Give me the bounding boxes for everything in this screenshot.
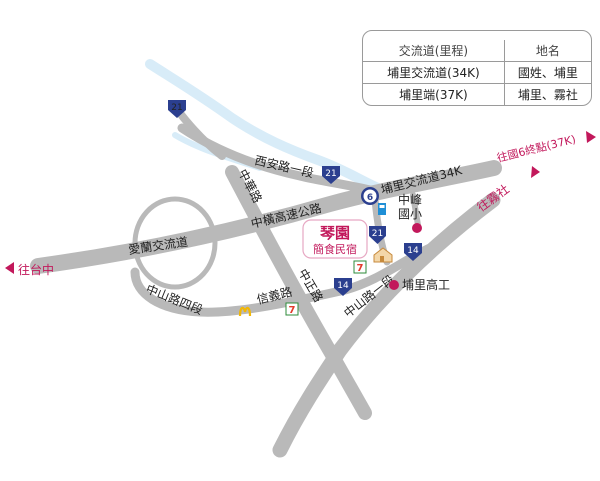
place-puli-high: 埔里高工	[402, 277, 450, 292]
road-zhongshan4	[130, 243, 435, 317]
road-label-puli-ic: 埔里交流道34K	[379, 162, 464, 197]
legend-header-places: 地名	[504, 40, 591, 62]
legend-interchange: 埔里端(37K)	[363, 83, 505, 105]
svg-text:7: 7	[357, 263, 364, 274]
legend-row: 埔里端(37K) 埔里、霧社	[363, 83, 591, 105]
svg-text:7: 7	[289, 305, 296, 316]
direction-national6: 往國6終點(37K)	[495, 132, 577, 165]
route-14-shield-east: 14	[404, 243, 422, 261]
hotel-label-box	[302, 219, 368, 259]
arrow-wushe-icon	[531, 166, 540, 178]
hotel-name: 琴園	[319, 224, 350, 242]
road-main-east-west	[30, 160, 502, 274]
legend-header-interchange: 交流道(里程)	[363, 40, 505, 62]
svg-text:14: 14	[407, 246, 419, 256]
legend-places: 國姓、埔里	[504, 61, 591, 84]
gas-station-icon	[378, 203, 386, 215]
svg-text:21: 21	[372, 229, 383, 239]
route-6-shield: 6	[361, 187, 379, 205]
svg-text:21: 21	[171, 103, 182, 113]
legend-places: 埔里、霧社	[517, 88, 578, 102]
legend-table: 交流道(里程) 地名 埔里交流道(34K) 國姓、埔里 埔里端(37K) 埔里、…	[363, 40, 591, 105]
place-zhongfeng-line1: 中峰	[398, 192, 422, 207]
route-21-shield-mid: 21	[322, 166, 340, 184]
arrow-taichung-icon	[5, 262, 14, 274]
route-14-shield-west: 14	[334, 278, 352, 296]
svg-text:14: 14	[337, 281, 349, 291]
arrow-national6-icon	[586, 131, 596, 143]
route-21-shield-north: 21	[168, 100, 186, 118]
convenience-store-icon-2: 7	[285, 302, 299, 316]
legend-panel: 交流道(里程) 地名 埔里交流道(34K) 國姓、埔里 埔里端(37K) 埔里、…	[362, 30, 592, 106]
mcdonalds-icon	[238, 306, 252, 317]
legend-interchange: 埔里交流道(34K)	[363, 61, 505, 84]
road-zhongshan1	[272, 192, 501, 458]
river	[145, 59, 383, 193]
house-icon	[373, 247, 393, 263]
legend-row: 埔里交流道(34K) 國姓、埔里	[363, 61, 591, 84]
hotel-type: 簡食民宿	[313, 242, 357, 256]
route-21-shield-south: 21	[369, 226, 386, 244]
svg-text:6: 6	[367, 193, 373, 203]
convenience-store-icon: 7	[353, 260, 367, 274]
svg-text:21: 21	[325, 169, 336, 179]
place-zhongfeng-line2: 國小	[398, 207, 422, 221]
legend-header-row: 交流道(里程) 地名	[363, 40, 591, 62]
highschool-marker-icon	[389, 280, 399, 290]
road-zhonghua	[225, 165, 372, 420]
school-marker-icon	[412, 223, 422, 233]
road-school	[410, 192, 421, 228]
direction-taichung: 往台中	[18, 262, 54, 277]
